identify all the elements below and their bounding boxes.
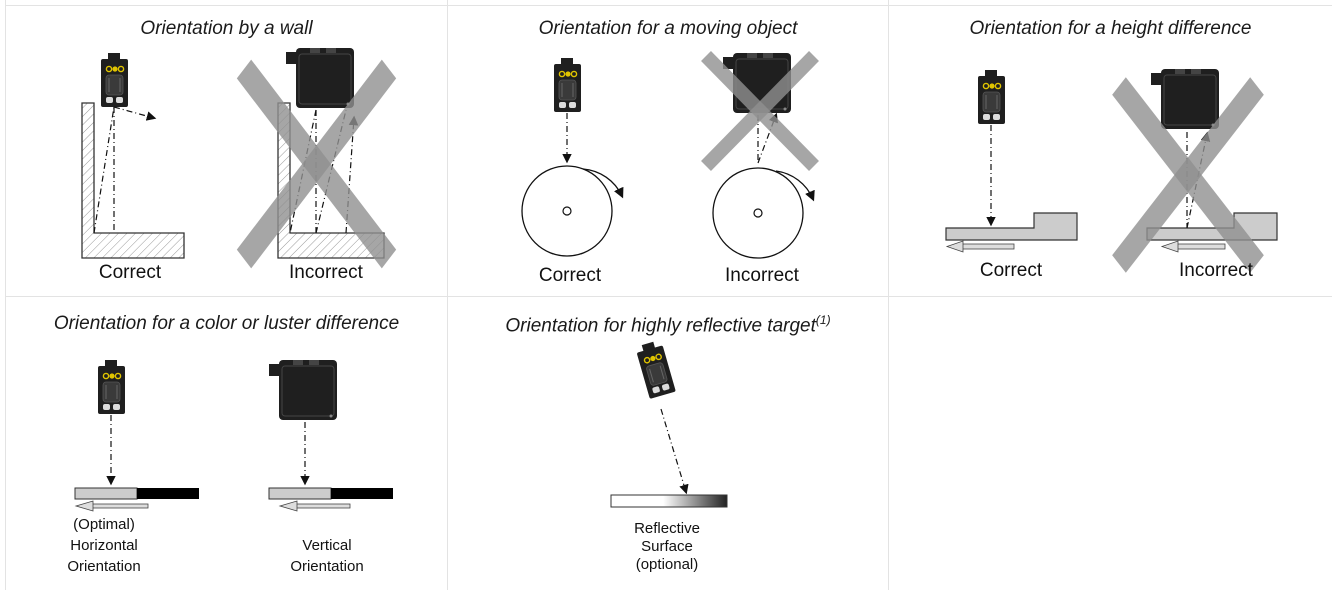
- label-incorrect: Incorrect: [1179, 260, 1254, 281]
- height-svg: Correct Incorrect: [945, 68, 1278, 281]
- label-incorrect: Incorrect: [289, 262, 364, 283]
- label-line: Reflective: [634, 520, 700, 537]
- label-correct: Correct: [980, 260, 1043, 281]
- footnote-marker: (1): [815, 313, 831, 327]
- incorrect-cross-icon: [1112, 77, 1264, 273]
- incorrect-cross-icon: [236, 59, 397, 269]
- panel-title-text: Orientation for highly reflective target: [505, 315, 816, 337]
- wall-incorrect-group: Incorrect: [236, 47, 397, 283]
- wall-svg: Correct Incorrect: [81, 47, 397, 283]
- panel-reflective: Orientation for highly reflective target…: [448, 297, 888, 590]
- label-line: Surface: [641, 538, 693, 555]
- height-correct-group: Correct: [945, 69, 1078, 281]
- label-incorrect: Incorrect: [725, 265, 800, 286]
- divider: [5, 296, 1332, 297]
- panel-title: Orientation for a color or luster differ…: [53, 313, 400, 334]
- incorrect-cross-icon: [701, 50, 819, 172]
- label-line: Vertical: [302, 537, 351, 554]
- divider: [888, 0, 889, 590]
- moving-svg: Correct Incorrect: [521, 50, 819, 286]
- color-vertical-group: Vertical Orientation: [268, 359, 393, 575]
- dark-surface: [137, 488, 199, 499]
- light-surface: [268, 487, 332, 500]
- wall-correct-group: Correct: [81, 52, 185, 283]
- divider: [5, 0, 6, 590]
- panel-wall: Orientation by a wall: [6, 6, 447, 296]
- moving-correct-group: Correct: [521, 57, 624, 286]
- movement-arrow-icon: [74, 500, 149, 512]
- panel-empty: [889, 297, 1332, 590]
- sensor-front-icon: [100, 52, 129, 108]
- label-correct: Correct: [539, 265, 602, 286]
- movement-arrow-icon: [278, 500, 351, 512]
- label-line: Orientation: [290, 558, 363, 575]
- reflective-surface: [610, 494, 728, 508]
- sensor-front-icon: [97, 359, 126, 415]
- label-line: Horizontal: [70, 537, 138, 554]
- panel-title: Orientation for a moving object: [538, 18, 798, 39]
- color-horizontal-group: (Optimal) Horizontal Orientation: [67, 359, 199, 575]
- sensor-front-icon: [634, 338, 677, 400]
- movement-arrow-icon: [1160, 240, 1226, 253]
- panel-color: Orientation for a color or luster differ…: [6, 297, 447, 590]
- panel-height: Orientation for a height difference Corr…: [889, 6, 1332, 296]
- panel-title: Orientation by a wall: [140, 18, 313, 39]
- movement-arrow-icon: [945, 240, 1015, 253]
- height-incorrect-group: Incorrect: [1112, 68, 1278, 281]
- reflective-svg: Reflective Surface (optional): [610, 338, 728, 573]
- panel-moving: Orientation for a moving object Correct: [448, 6, 888, 296]
- stepped-surface: [945, 212, 1078, 241]
- panel-title: Orientation for highly reflective target…: [448, 313, 888, 337]
- sensor-front-icon: [553, 57, 582, 113]
- label-line: Orientation: [67, 558, 140, 575]
- dark-surface: [331, 488, 393, 499]
- divider: [447, 0, 448, 590]
- panel-title: Orientation for a height difference: [969, 18, 1252, 39]
- sensor-side-icon: [285, 47, 355, 109]
- sensor-side-icon: [1150, 68, 1220, 130]
- sensor-side-icon: [268, 359, 338, 421]
- color-svg: (Optimal) Horizontal Orientation Vertica…: [67, 359, 393, 575]
- moving-incorrect-group: Incorrect: [701, 50, 819, 286]
- divider: [5, 5, 1332, 6]
- rotation-arrow-icon: [775, 170, 815, 202]
- label-line: (optional): [636, 556, 699, 573]
- label-line: (Optimal): [73, 516, 135, 533]
- label-correct: Correct: [99, 262, 162, 283]
- light-surface: [74, 487, 138, 500]
- sensor-front-icon: [977, 69, 1006, 125]
- rotation-arrow-icon: [582, 168, 624, 199]
